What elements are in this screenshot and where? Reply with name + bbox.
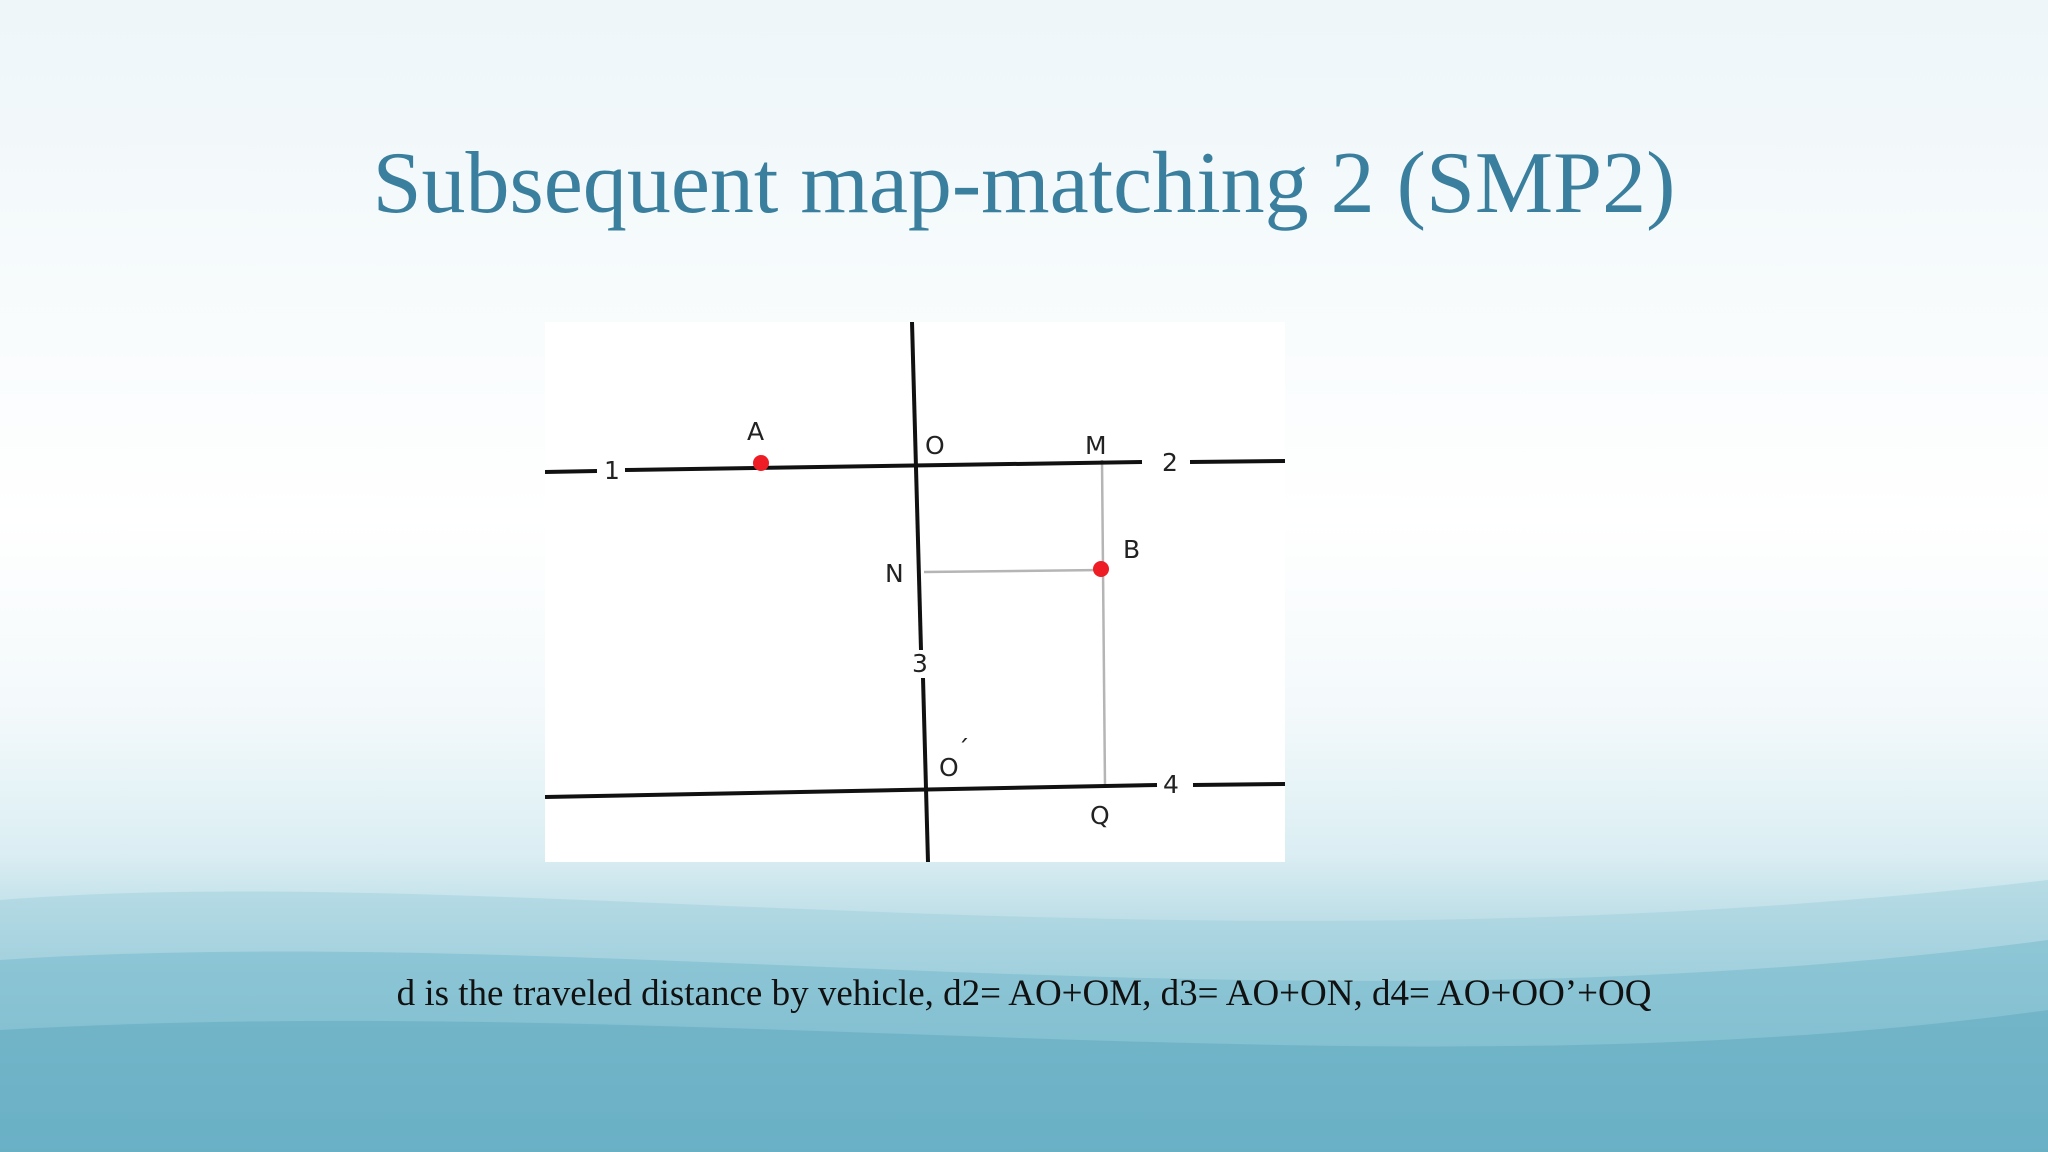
node-label-o-prime: O <box>939 753 959 782</box>
road-1-segment-left <box>545 469 598 474</box>
point-b <box>1093 561 1109 577</box>
road-3-segment-top <box>910 322 923 651</box>
node-label-b: B <box>1123 535 1140 564</box>
road-4-segment <box>545 783 1158 799</box>
node-label-o-prime-mark: ´ <box>957 735 970 764</box>
road-3-segment-bottom <box>921 677 930 862</box>
road-4-segment-right <box>1192 782 1285 787</box>
road-2-segment-right <box>1189 459 1285 464</box>
road-label-4: 4 <box>1163 770 1179 799</box>
projection-line-b-m <box>1100 459 1107 788</box>
road-network-diagram: 1 2 3 4 A O M B N O ´ Q <box>545 322 1285 862</box>
road-1-segment <box>624 460 1143 472</box>
road-label-1: 1 <box>604 456 620 485</box>
point-a <box>753 455 769 471</box>
projection-line-b-n <box>923 568 1103 574</box>
node-label-a: A <box>747 417 764 446</box>
node-label-n: N <box>885 559 904 588</box>
road-label-2: 2 <box>1162 448 1178 477</box>
slide-title: Subsequent map-matching 2 (SMP2) <box>372 135 1676 232</box>
node-label-o: O <box>925 431 945 460</box>
slide-caption: d is the traveled distance by vehicle, d… <box>396 973 1652 1014</box>
node-label-m: M <box>1085 431 1107 460</box>
node-label-q: Q <box>1090 801 1110 830</box>
road-label-3: 3 <box>912 649 928 678</box>
